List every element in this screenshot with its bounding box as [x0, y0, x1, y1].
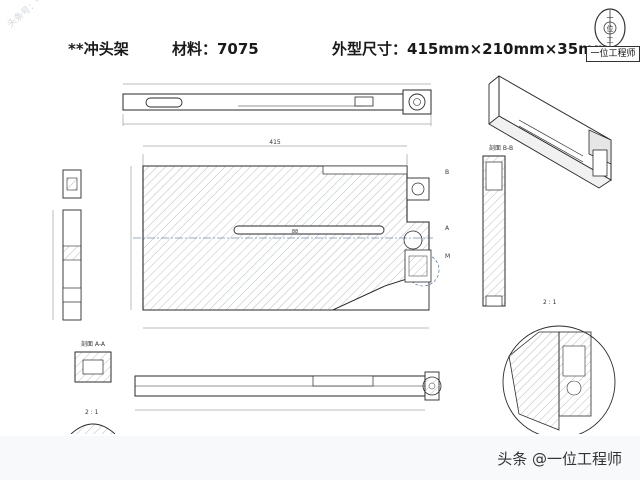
top-view	[122, 83, 432, 126]
title-bar: 头条号：一位工程师 **冲头架 材料：7075 外型尺寸：415mm×210mm…	[0, 0, 640, 70]
isometric-view	[488, 75, 612, 189]
footer-credit: 头条 @一位工程师	[497, 450, 622, 468]
logo-char-2: 位	[607, 24, 614, 33]
scale-label: 2 : 1	[85, 409, 99, 416]
footer: 头条 @一位工程师	[0, 436, 640, 480]
section-marker-b: B	[445, 169, 449, 176]
left-side-view	[52, 169, 82, 321]
detail-view: 2 : 1	[502, 299, 616, 434]
dimensions-label: 外型尺寸：415mm×210mm×35mm	[332, 40, 610, 58]
detail-marker: M	[445, 253, 450, 260]
section-aa-label: 剖面 A-A	[81, 340, 106, 348]
section-aa-view: 剖面 A-A 2 : 1	[70, 340, 116, 434]
main-dimension: 415	[269, 139, 281, 146]
logo-char-1: 一	[607, 14, 614, 22]
section-bb-label: 剖面 B-B	[489, 144, 513, 152]
engineering-drawing: 415 88 A B M 剖面 B-B 剖面 A-A 2 : 1 2 : 1	[33, 70, 630, 434]
detail-scale-label: 2 : 1	[543, 299, 557, 306]
logo-caption: 一位工程师	[586, 46, 640, 62]
part-name: **冲头架	[68, 40, 129, 58]
slot-dimension: 88	[292, 229, 298, 235]
section-bb-view: 剖面 B-B	[482, 144, 513, 307]
logo-char-3: 工	[607, 36, 614, 44]
bottom-view	[134, 371, 442, 411]
material-label: 材料：7075	[172, 40, 259, 58]
section-marker-a: A	[445, 225, 450, 232]
main-section-view: 415 88 A B M	[130, 139, 450, 329]
